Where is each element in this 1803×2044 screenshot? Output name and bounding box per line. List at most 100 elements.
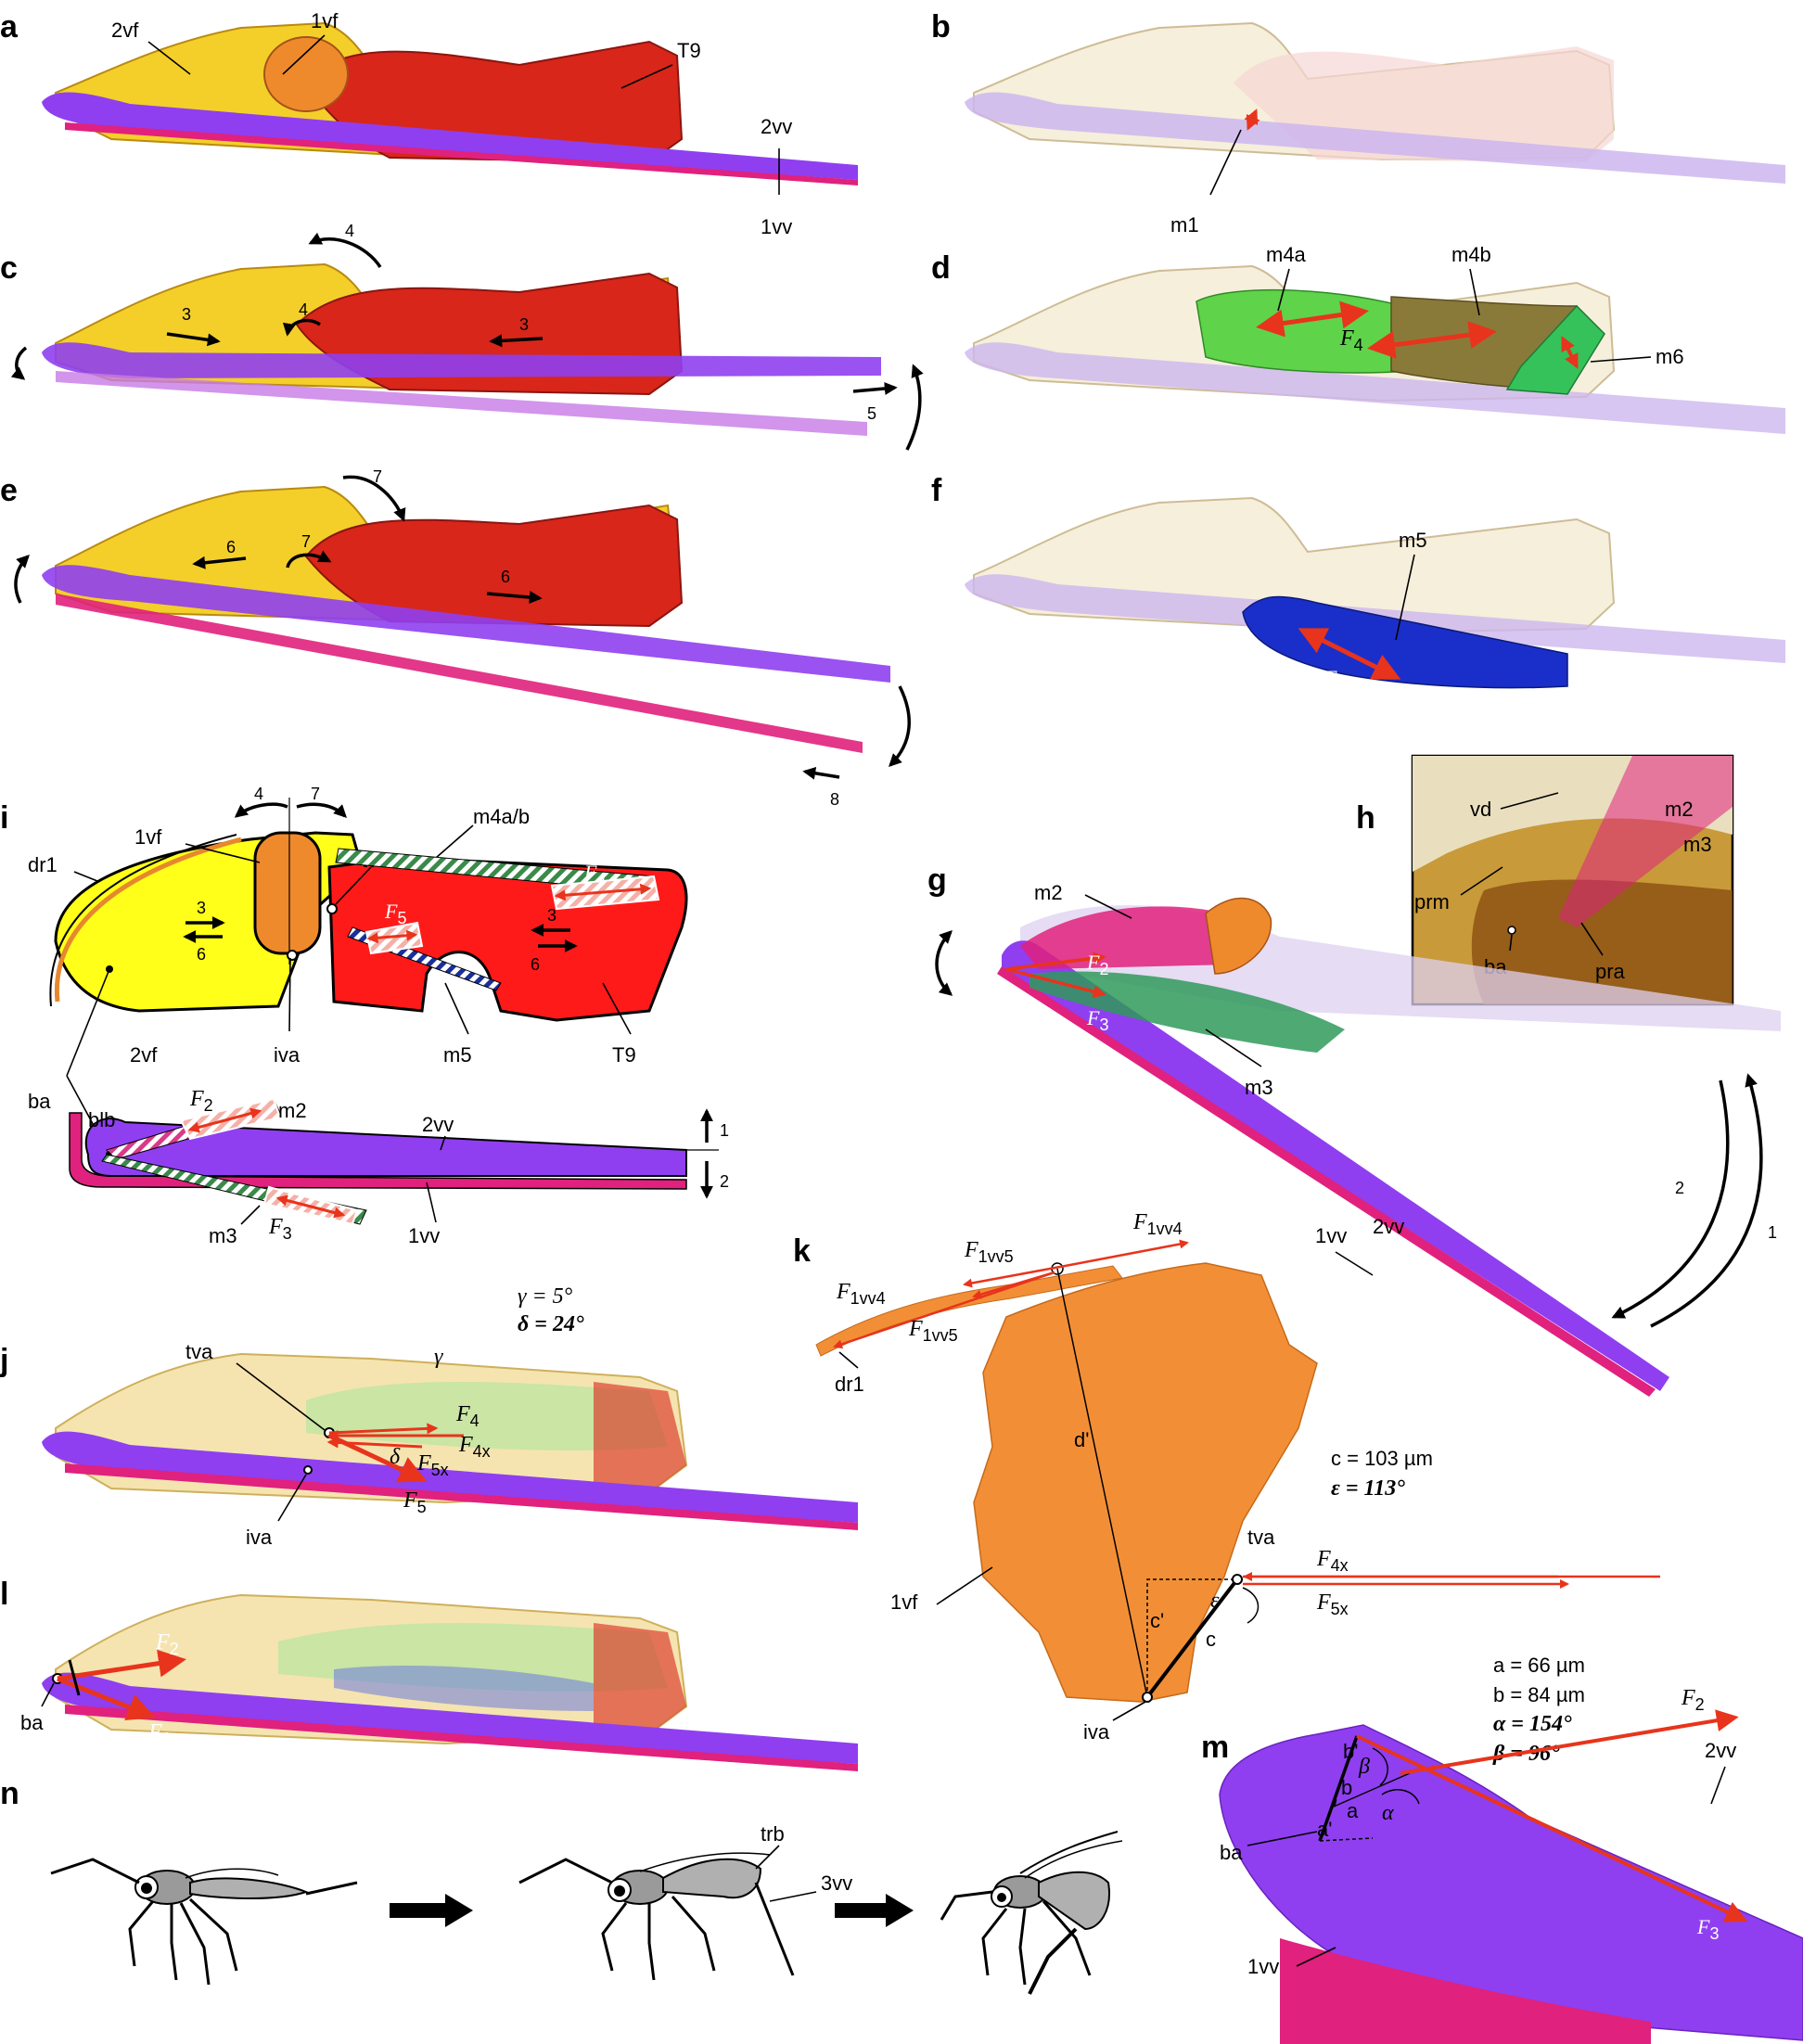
arrow-num-4b: 4 (299, 300, 308, 319)
label-m4a: m4a (1266, 243, 1307, 266)
m-valvula-1vv (1280, 1938, 1651, 2044)
arrow-num-6a: 6 (226, 538, 236, 556)
k-label-1vf: 1vf (890, 1590, 918, 1614)
j-delta-value: δ = 24° (518, 1312, 584, 1336)
diagram-num-4: 4 (254, 785, 263, 803)
n-label-trb: trb (761, 1822, 785, 1846)
diagram-label-m4ab: m4a/b (473, 805, 530, 828)
label-vd: vd (1470, 798, 1491, 821)
m-label-1vv: 1vv (1247, 1955, 1279, 1978)
m-a-value: a = 66 µm (1493, 1654, 1585, 1677)
label-1vv-g: 1vv (1315, 1224, 1347, 1247)
valvifer-1vf-g (1205, 898, 1272, 975)
muscle-m2-g (1020, 906, 1234, 969)
m-alpha-value: α = 154° (1493, 1712, 1572, 1736)
photo-ba-point (1507, 926, 1516, 935)
arrow-num-8: 8 (830, 790, 839, 809)
k-label-f4x: F4x (1316, 1547, 1349, 1575)
panel-f: f m5 F5 (931, 473, 1785, 694)
m-a-line (1333, 1772, 1411, 1808)
panel-letter-g: g (927, 862, 947, 898)
panel-j: j γ = 5° δ = 24° tva iva γ δ F4 F4x F5x … (0, 1284, 858, 1549)
diagram-label-1vv: 1vv (408, 1224, 440, 1247)
m-label-bprime: b' (1343, 1740, 1358, 1763)
panel-a: a 2vf 1vf T9 2vv 1vv (0, 9, 858, 238)
m-label-b: b (1341, 1776, 1352, 1799)
l-f3-arrow (57, 1676, 156, 1721)
panel-letter-f: f (931, 473, 942, 508)
wasp-silhouette-1 (50, 1858, 358, 1986)
diagram-label-f2: F2 (189, 1087, 213, 1115)
j-delta-symbol: δ (390, 1445, 401, 1469)
label-f4-d: F4 (1339, 326, 1363, 354)
label-prm: prm (1414, 890, 1450, 913)
panel-letter-b: b (931, 9, 951, 45)
m1-force-arrow (1244, 109, 1260, 131)
m6-force-arrow (1561, 336, 1579, 369)
label-2vf: 2vf (111, 19, 139, 42)
k-c-lever (1145, 1578, 1239, 1699)
diagram-label-2vf: 2vf (130, 1043, 158, 1067)
k-tva-point (1232, 1574, 1243, 1585)
diagram-label-f5: F5 (384, 900, 406, 927)
k-epsilon-arc (1242, 1587, 1260, 1624)
arrow-num-6b: 6 (501, 568, 510, 586)
diagram-label-2vv: 2vv (422, 1113, 454, 1136)
k-iva-point (1142, 1692, 1153, 1703)
muscle-m6 (1505, 304, 1605, 395)
k-f1vv4-right (1059, 1239, 1189, 1269)
label-m4b: m4b (1451, 243, 1491, 266)
k-f1vv4-left (833, 1271, 1055, 1349)
arrow-num-7a: 7 (373, 467, 382, 486)
j-gamma-symbol: γ (434, 1345, 443, 1369)
first-valvifer-shape (263, 36, 349, 112)
j-label-f4x: F4x (458, 1433, 491, 1461)
k-label-dr1: dr1 (835, 1373, 864, 1396)
diagram-1vv (69, 1112, 687, 1190)
j-label-iva: iva (246, 1526, 273, 1549)
arrow-num-3b: 3 (519, 315, 529, 334)
label-m6: m6 (1656, 345, 1684, 368)
m-ba-stub (1332, 1798, 1337, 1808)
arrow-num-5: 5 (867, 404, 876, 423)
panel-letter-m: m (1201, 1730, 1229, 1765)
j-valvula-1vv (65, 1463, 858, 1530)
label-1vf: 1vf (311, 9, 339, 32)
diagram-label-m2: m2 (278, 1099, 307, 1122)
l-f2-arrow (57, 1649, 186, 1681)
diagram-label-m5: m5 (443, 1043, 472, 1067)
diagram-f3-arrow (275, 1194, 346, 1219)
diagram-label-t9: T9 (612, 1043, 636, 1067)
wasp-silhouette-3 (940, 1831, 1123, 1995)
diagram-num-3a: 3 (197, 899, 206, 917)
panel-h: h vd m2 m3 prm ba pra (1356, 754, 1734, 1006)
m5-force-arrow (1298, 628, 1401, 680)
panel-letter-d: d (931, 250, 951, 286)
k-label-tva: tva (1247, 1526, 1275, 1549)
wasp-silhouette-2 (518, 1852, 795, 1981)
valvula-lower-e (56, 594, 863, 753)
k-eps-value: ε = 113° (1331, 1476, 1405, 1501)
m-label-aprime: a' (1317, 1818, 1332, 1841)
panel-b: b m1 (931, 9, 1785, 236)
j-f4-arrow (328, 1423, 439, 1435)
panel-letter-l: l (0, 1577, 8, 1612)
tergite-9-e (304, 504, 684, 628)
k-label-c: c (1206, 1628, 1216, 1651)
diagram-num-7: 7 (311, 785, 320, 803)
panel-letter-j: j (0, 1343, 8, 1378)
m4a-force-arrow (1256, 300, 1369, 338)
valvula-upper-c (42, 342, 881, 378)
k-label-f5x: F5x (1316, 1590, 1349, 1618)
diagram-num-1: 1 (720, 1121, 729, 1140)
label-m3-g: m3 (1245, 1076, 1273, 1099)
panel-letter-c: c (0, 250, 18, 286)
arrow-num-7b: 7 (301, 532, 311, 551)
diagram-num-2: 2 (720, 1172, 729, 1191)
label-pra: pra (1595, 960, 1626, 983)
j-t9-overlay (594, 1382, 686, 1493)
panel-g: g m2 F2 F3 m3 1vv 2vv 2 1 (927, 862, 1781, 1397)
k-label-f1vv4b: F1vv4 (836, 1280, 886, 1308)
diagram-dr1-outline (49, 834, 237, 1007)
